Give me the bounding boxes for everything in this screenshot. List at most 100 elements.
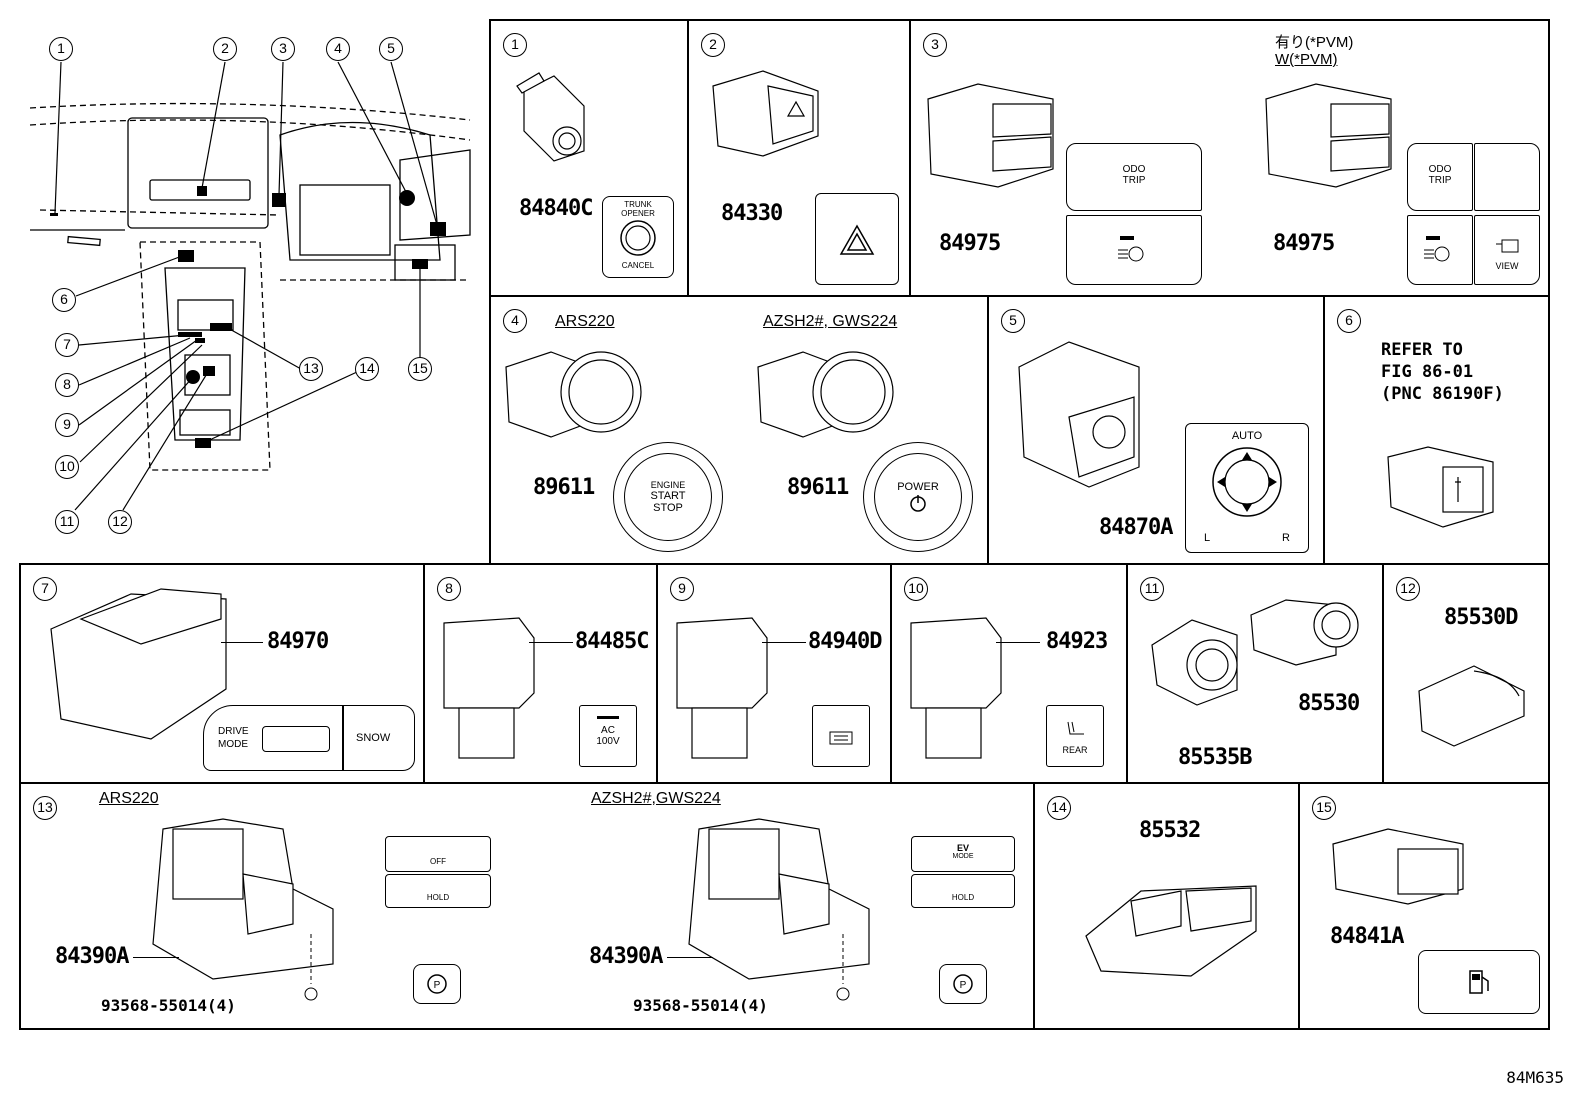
odo-trip-button-b: ODO TRIP: [1407, 143, 1473, 211]
callout-12[interactable]: 12: [108, 510, 132, 534]
usb-charger-drawing: [1085, 885, 1257, 977]
switch-label-cancel: CANCEL: [621, 261, 655, 270]
part-number-84970[interactable]: 84970: [267, 629, 329, 654]
auto-label: AUTO: [1231, 430, 1263, 442]
camera-icon: [1496, 239, 1519, 253]
panel-14: 14 85532: [1033, 782, 1300, 1030]
part-number-84390A-b[interactable]: 84390A: [589, 944, 663, 969]
drive-mode-face: DRIVE MODE SNOW: [203, 705, 415, 771]
view-button: VIEW: [1474, 215, 1540, 285]
leader-line: [133, 957, 179, 958]
callout-3[interactable]: 3: [271, 37, 295, 61]
panel-1: 1 84840C TRUNK OPENER CANCEL: [489, 19, 689, 297]
callout-5[interactable]: 5: [379, 37, 403, 61]
part-number-84840C[interactable]: 84840C: [519, 196, 593, 221]
diagram-code: 84M635: [1506, 1068, 1564, 1087]
callout-10[interactable]: 10: [55, 455, 79, 479]
part-number-84485C[interactable]: 84485C: [575, 629, 649, 654]
trip-label: TRIP: [1122, 175, 1146, 186]
part-number-89611-b[interactable]: 89611: [787, 475, 849, 500]
callout-6[interactable]: 6: [52, 288, 76, 312]
trunk-opener-switch-face: TRUNK OPENER CANCEL: [602, 196, 674, 278]
ac-label: AC: [601, 725, 615, 736]
panel-15: 15 84841A: [1298, 782, 1550, 1030]
ac-100v-switch-drawing: [443, 617, 535, 759]
panel-7: 7 84970 DRIVE MODE SNOW: [19, 563, 425, 784]
callout-4[interactable]: 4: [326, 37, 350, 61]
panel-number: 8: [437, 577, 461, 601]
part-number-84841A[interactable]: 84841A: [1330, 924, 1404, 949]
mirror-switch-drawing: [1018, 341, 1140, 488]
switch-label-trunk: TRUNK: [624, 200, 652, 209]
part-number-screw-b[interactable]: 93568-55014(4): [633, 996, 768, 1015]
ev-mode-button: EV MODE: [911, 836, 1015, 872]
panel-number: 2: [701, 33, 725, 57]
part-number-85530[interactable]: 85530: [1298, 691, 1360, 716]
part-number-89611-a[interactable]: 89611: [533, 475, 595, 500]
part-number-84330[interactable]: 84330: [721, 201, 783, 226]
defogger-switch-drawing: [676, 617, 768, 759]
parking-brake-icon: P: [953, 974, 973, 994]
drive-label: DRIVE: [218, 726, 249, 737]
console-switch-drawing-a: [152, 818, 334, 980]
panel-13: 13 ARS220 AZSH2#,GWS224 84390A 93568-550…: [19, 782, 1035, 1030]
drive-mode-switch-drawing: [50, 588, 227, 740]
rear-label: REAR: [1062, 745, 1088, 755]
panel-11: 11 85535B 85530: [1126, 563, 1384, 784]
part-number-84975-a[interactable]: 84975: [939, 231, 1001, 256]
part-number-84390A-a[interactable]: 84390A: [55, 944, 129, 969]
part-number-screw-a[interactable]: 93568-55014(4): [101, 996, 236, 1015]
mode-label: MODE: [218, 739, 248, 750]
part-number-84975-b[interactable]: 84975: [1273, 231, 1335, 256]
callout-7[interactable]: 7: [55, 333, 79, 357]
callout-13[interactable]: 13: [299, 357, 323, 381]
panel-12: 12 85530D: [1382, 563, 1550, 784]
power-outlet-drawing: [1151, 619, 1238, 706]
fuel-lid-button-face: [1418, 950, 1540, 1014]
part-number-84870A[interactable]: 84870A: [1099, 515, 1173, 540]
callout-9[interactable]: 9: [55, 413, 79, 437]
panel-5: 5 84870A AUTO L R: [987, 295, 1325, 565]
part-number-85530D[interactable]: 85530D: [1444, 605, 1518, 630]
parking-brake-icon: P: [427, 974, 447, 994]
power-button: POWER: [863, 442, 973, 552]
rear-seat-button-face: REAR: [1046, 705, 1104, 767]
callout-14[interactable]: 14: [355, 357, 379, 381]
parking-brake-button-b: P: [939, 964, 987, 1004]
defogger-button-face: [812, 705, 870, 767]
odo-label: ODO: [1122, 164, 1146, 175]
hazard-triangle-icon: [839, 224, 875, 255]
panel-number: 5: [1001, 309, 1025, 333]
callout-11[interactable]: 11: [55, 510, 79, 534]
parking-brake-button-a: P: [413, 964, 461, 1004]
leader-line: [221, 642, 263, 643]
leader-line: [667, 957, 713, 958]
ac-100v-button-face: AC 100V: [579, 705, 637, 767]
hazard-switch-drawing: [712, 70, 819, 157]
panel-number: 3: [923, 33, 947, 57]
part-number-84940D[interactable]: 84940D: [808, 629, 882, 654]
panel-number: 10: [904, 577, 928, 601]
100v-label: 100V: [596, 736, 620, 747]
usb-port-drawing: [1387, 446, 1494, 528]
odo-trip-button-a: ODO TRIP: [1066, 143, 1202, 211]
variant-title: 有り(*PVM): [1275, 34, 1354, 51]
part-number-85535B[interactable]: 85535B: [1178, 745, 1252, 770]
trunk-opener-switch-drawing: [516, 72, 585, 162]
part-number-84923[interactable]: 84923: [1046, 629, 1108, 654]
variant-a-label: ARS220: [99, 790, 159, 807]
callout-1[interactable]: 1: [49, 37, 73, 61]
screw-icon: [836, 934, 850, 1001]
mirror-joystick-icon: [1212, 447, 1282, 517]
callout-2[interactable]: 2: [213, 37, 237, 61]
trip-label-b: TRIP: [1428, 175, 1452, 186]
round-button-icon: [620, 220, 656, 256]
hazard-switch-face: [815, 193, 899, 285]
callout-8[interactable]: 8: [55, 373, 79, 397]
variant-b-label: AZSH2#,GWS224: [591, 790, 721, 807]
console-switch-drawing-b: [688, 818, 870, 980]
callout-15[interactable]: 15: [408, 357, 432, 381]
panel-4: 4 ARS220 AZSH2#, GWS224 89611 ENGINE STA…: [489, 295, 989, 565]
part-number-85532[interactable]: 85532: [1139, 818, 1201, 843]
left-label: L: [1204, 532, 1211, 544]
